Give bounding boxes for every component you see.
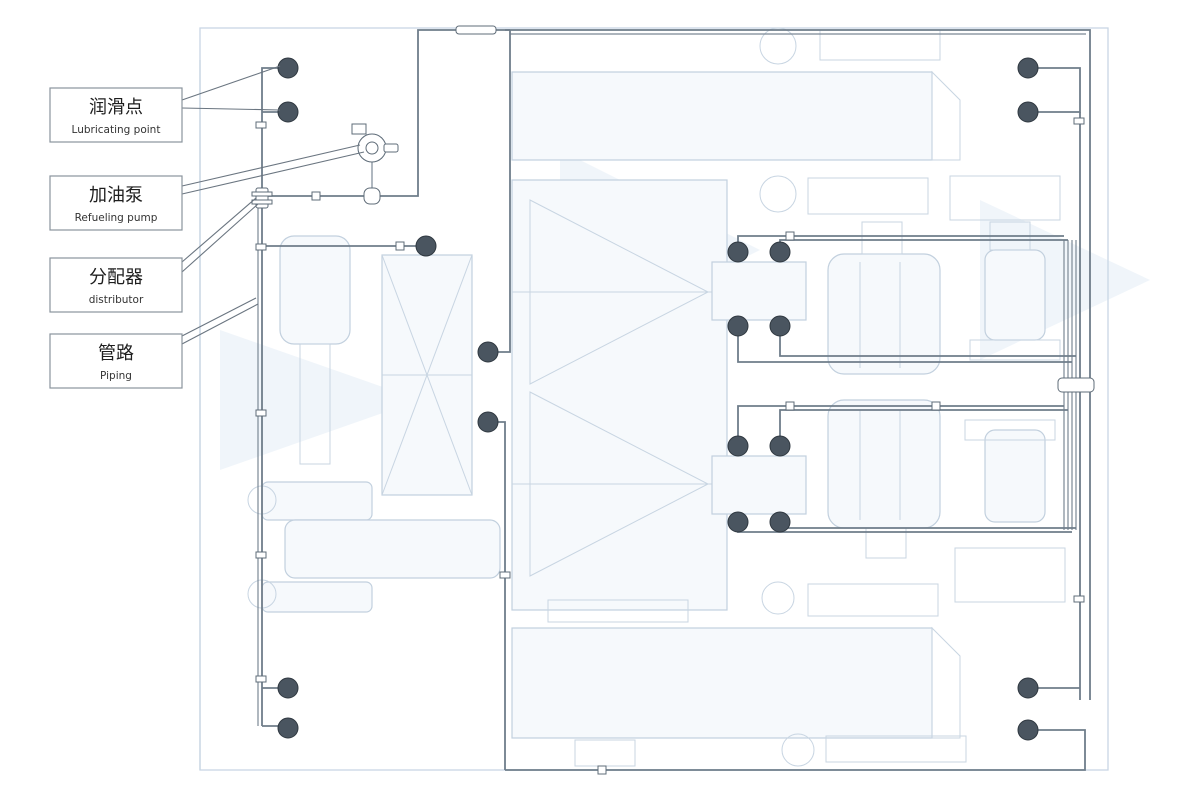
lubricating-point — [727, 511, 749, 533]
lubricating-point — [477, 341, 499, 363]
lubricating-point — [1017, 101, 1039, 123]
callout-refueling-pump: 加油泵 Refueling pump — [49, 175, 183, 231]
equipment-outlines — [247, 27, 1066, 767]
lubricating-point — [727, 241, 749, 263]
lubricating-point — [727, 435, 749, 457]
lubricating-point — [1017, 57, 1039, 79]
callout-main-label: 加油泵 — [89, 185, 143, 206]
lubricating-points — [277, 57, 1039, 741]
callout-main-label: 分配器 — [89, 267, 143, 288]
lubricating-point — [477, 411, 499, 433]
refueling-pump — [351, 123, 399, 163]
lubricating-point — [277, 717, 299, 739]
pipe-joints — [251, 25, 1095, 775]
callout-sub-label: Lubricating point — [72, 124, 161, 136]
lubricating-point — [769, 435, 791, 457]
lubricating-point — [769, 241, 791, 263]
callout-piping: 管路 Piping — [49, 333, 183, 389]
callout-sub-label: distributor — [89, 294, 144, 306]
lubricating-point — [277, 101, 299, 123]
callout-main-label: 润滑点 — [89, 97, 143, 118]
callout-main-label: 管路 — [98, 343, 134, 364]
callout-sub-label: Refueling pump — [75, 212, 158, 224]
lubricating-point — [769, 511, 791, 533]
lubricating-point — [1017, 677, 1039, 699]
callout-distributor: 分配器 distributor — [49, 257, 183, 313]
lubricating-point — [1017, 719, 1039, 741]
callout-lubricating-point: 润滑点 Lubricating point — [49, 87, 183, 143]
lubricating-point — [769, 315, 791, 337]
lubricating-point — [277, 677, 299, 699]
callout-sub-label: Piping — [100, 370, 132, 382]
lubricating-point — [415, 235, 437, 257]
leader-lines — [181, 65, 365, 345]
lubricating-point — [277, 57, 299, 79]
lubricating-point — [727, 315, 749, 337]
